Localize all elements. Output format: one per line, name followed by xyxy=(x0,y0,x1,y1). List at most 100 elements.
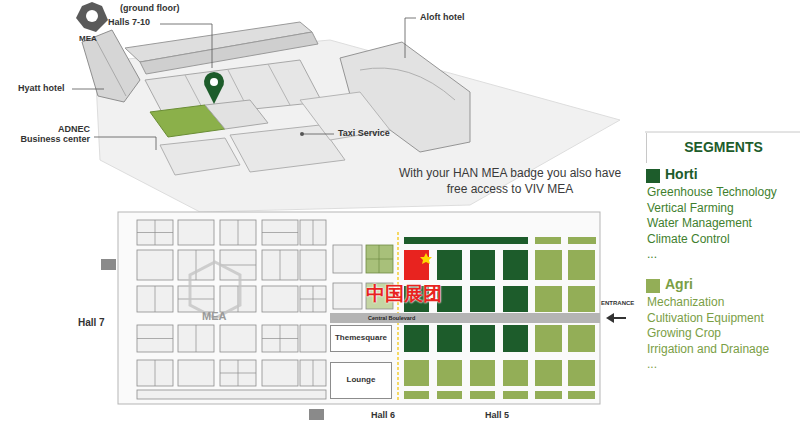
plan-area-box: Themesquare xyxy=(330,325,392,352)
horti-booth xyxy=(503,250,528,280)
booth xyxy=(137,360,173,386)
booth-division xyxy=(313,360,314,386)
mea-logo-mark xyxy=(86,10,98,22)
booth-division xyxy=(313,220,314,245)
horti-booth xyxy=(470,250,495,280)
horti-booth xyxy=(503,286,528,312)
booth xyxy=(178,360,214,386)
plan-area-box: SEGMENTS xyxy=(646,133,800,163)
map-label: ENTRANCE xyxy=(601,300,634,307)
map-label: Mechanization xyxy=(647,296,724,310)
map-label: MEA xyxy=(79,34,97,43)
map-label: ... xyxy=(647,358,657,372)
booth-division xyxy=(196,325,197,352)
booth-division xyxy=(155,286,156,312)
booth xyxy=(262,325,298,352)
map-label: Water Management xyxy=(647,217,752,231)
agri-booth xyxy=(503,391,528,399)
map-label: (ground floor) xyxy=(120,3,179,13)
map-label: Hall 7 xyxy=(78,317,105,329)
pin-dot xyxy=(210,78,218,86)
entrance-arrowhead xyxy=(606,313,614,323)
booth-division xyxy=(238,286,239,312)
booth xyxy=(262,286,298,312)
booth xyxy=(300,325,326,352)
hall-block xyxy=(205,100,268,129)
agri-booth xyxy=(503,360,528,386)
hall-block xyxy=(300,92,390,140)
booth xyxy=(137,250,173,280)
horti-booth xyxy=(437,250,462,280)
area-name: Themesquare xyxy=(335,334,387,343)
agri-booth xyxy=(568,325,595,352)
agri-booth xyxy=(535,391,562,399)
agri-booth xyxy=(437,391,462,399)
floor-plan-outline xyxy=(118,212,600,404)
map-label: Climate Control xyxy=(647,233,730,247)
map-label: Vertical Farming xyxy=(647,202,734,216)
agri-booth xyxy=(470,391,495,399)
horti-strip xyxy=(404,237,528,244)
map-label: Hyatt hotel xyxy=(18,83,65,93)
agri-booth xyxy=(404,360,429,386)
booth-division xyxy=(262,338,298,339)
booth xyxy=(137,220,173,245)
booth-division xyxy=(196,250,197,280)
horti-booth xyxy=(437,325,462,352)
booth xyxy=(137,286,173,312)
booth xyxy=(220,220,256,245)
booth xyxy=(366,245,393,273)
legend-label: Agri xyxy=(665,276,693,292)
location-pin xyxy=(204,72,224,104)
booth xyxy=(300,250,326,280)
mea-watermark-logo xyxy=(190,262,240,318)
booth xyxy=(220,325,256,352)
booth xyxy=(137,325,173,352)
map-label: With your HAN MEA badge you also have fr… xyxy=(390,166,630,197)
booth xyxy=(333,245,362,273)
map-label: Taxi Service xyxy=(338,128,390,138)
map-label: ADNEC Business center xyxy=(18,124,90,145)
agri-booth xyxy=(535,250,562,280)
legend-label: Horti xyxy=(665,166,698,182)
booth xyxy=(262,360,298,386)
booth xyxy=(300,286,326,312)
booth-division xyxy=(262,232,298,233)
horti-booth xyxy=(503,325,528,352)
map-label: Cultivation Equipment xyxy=(647,312,764,326)
booth-division xyxy=(220,265,256,266)
restroom-icon xyxy=(309,409,324,420)
booth xyxy=(220,360,256,386)
leader-line xyxy=(160,24,212,68)
map-label: Growing Crop xyxy=(647,327,721,341)
map-label: ... xyxy=(647,248,657,262)
agri-booth xyxy=(437,360,462,386)
booth xyxy=(300,220,326,245)
leader-dot xyxy=(300,132,304,136)
plan-area-box: Lounge xyxy=(330,362,392,399)
agri-booth xyxy=(535,286,562,312)
leader-line xyxy=(405,18,416,58)
agri-booth xyxy=(568,391,595,399)
leader-line xyxy=(72,89,104,90)
map-label: MEA xyxy=(202,310,226,323)
agri-booth xyxy=(404,391,429,399)
china-star xyxy=(420,253,432,264)
booth-strip xyxy=(137,390,326,399)
area-name: SEGMENTS xyxy=(684,140,763,155)
map-label: Hall 5 xyxy=(485,410,509,420)
hall-divider xyxy=(268,64,290,105)
map-label: Hall 6 xyxy=(371,410,395,420)
booth-division xyxy=(178,299,214,300)
booth-division xyxy=(137,232,173,233)
horti-booth xyxy=(470,325,495,352)
booth-division xyxy=(238,220,239,245)
booth xyxy=(262,220,298,245)
map-label: Aloft hotel xyxy=(420,12,465,22)
restroom-icon xyxy=(101,259,116,270)
agri-booth xyxy=(535,360,562,386)
map-label: Halls 7-10 xyxy=(108,17,150,27)
agri-booth xyxy=(568,250,595,280)
agri-booth xyxy=(535,325,562,352)
